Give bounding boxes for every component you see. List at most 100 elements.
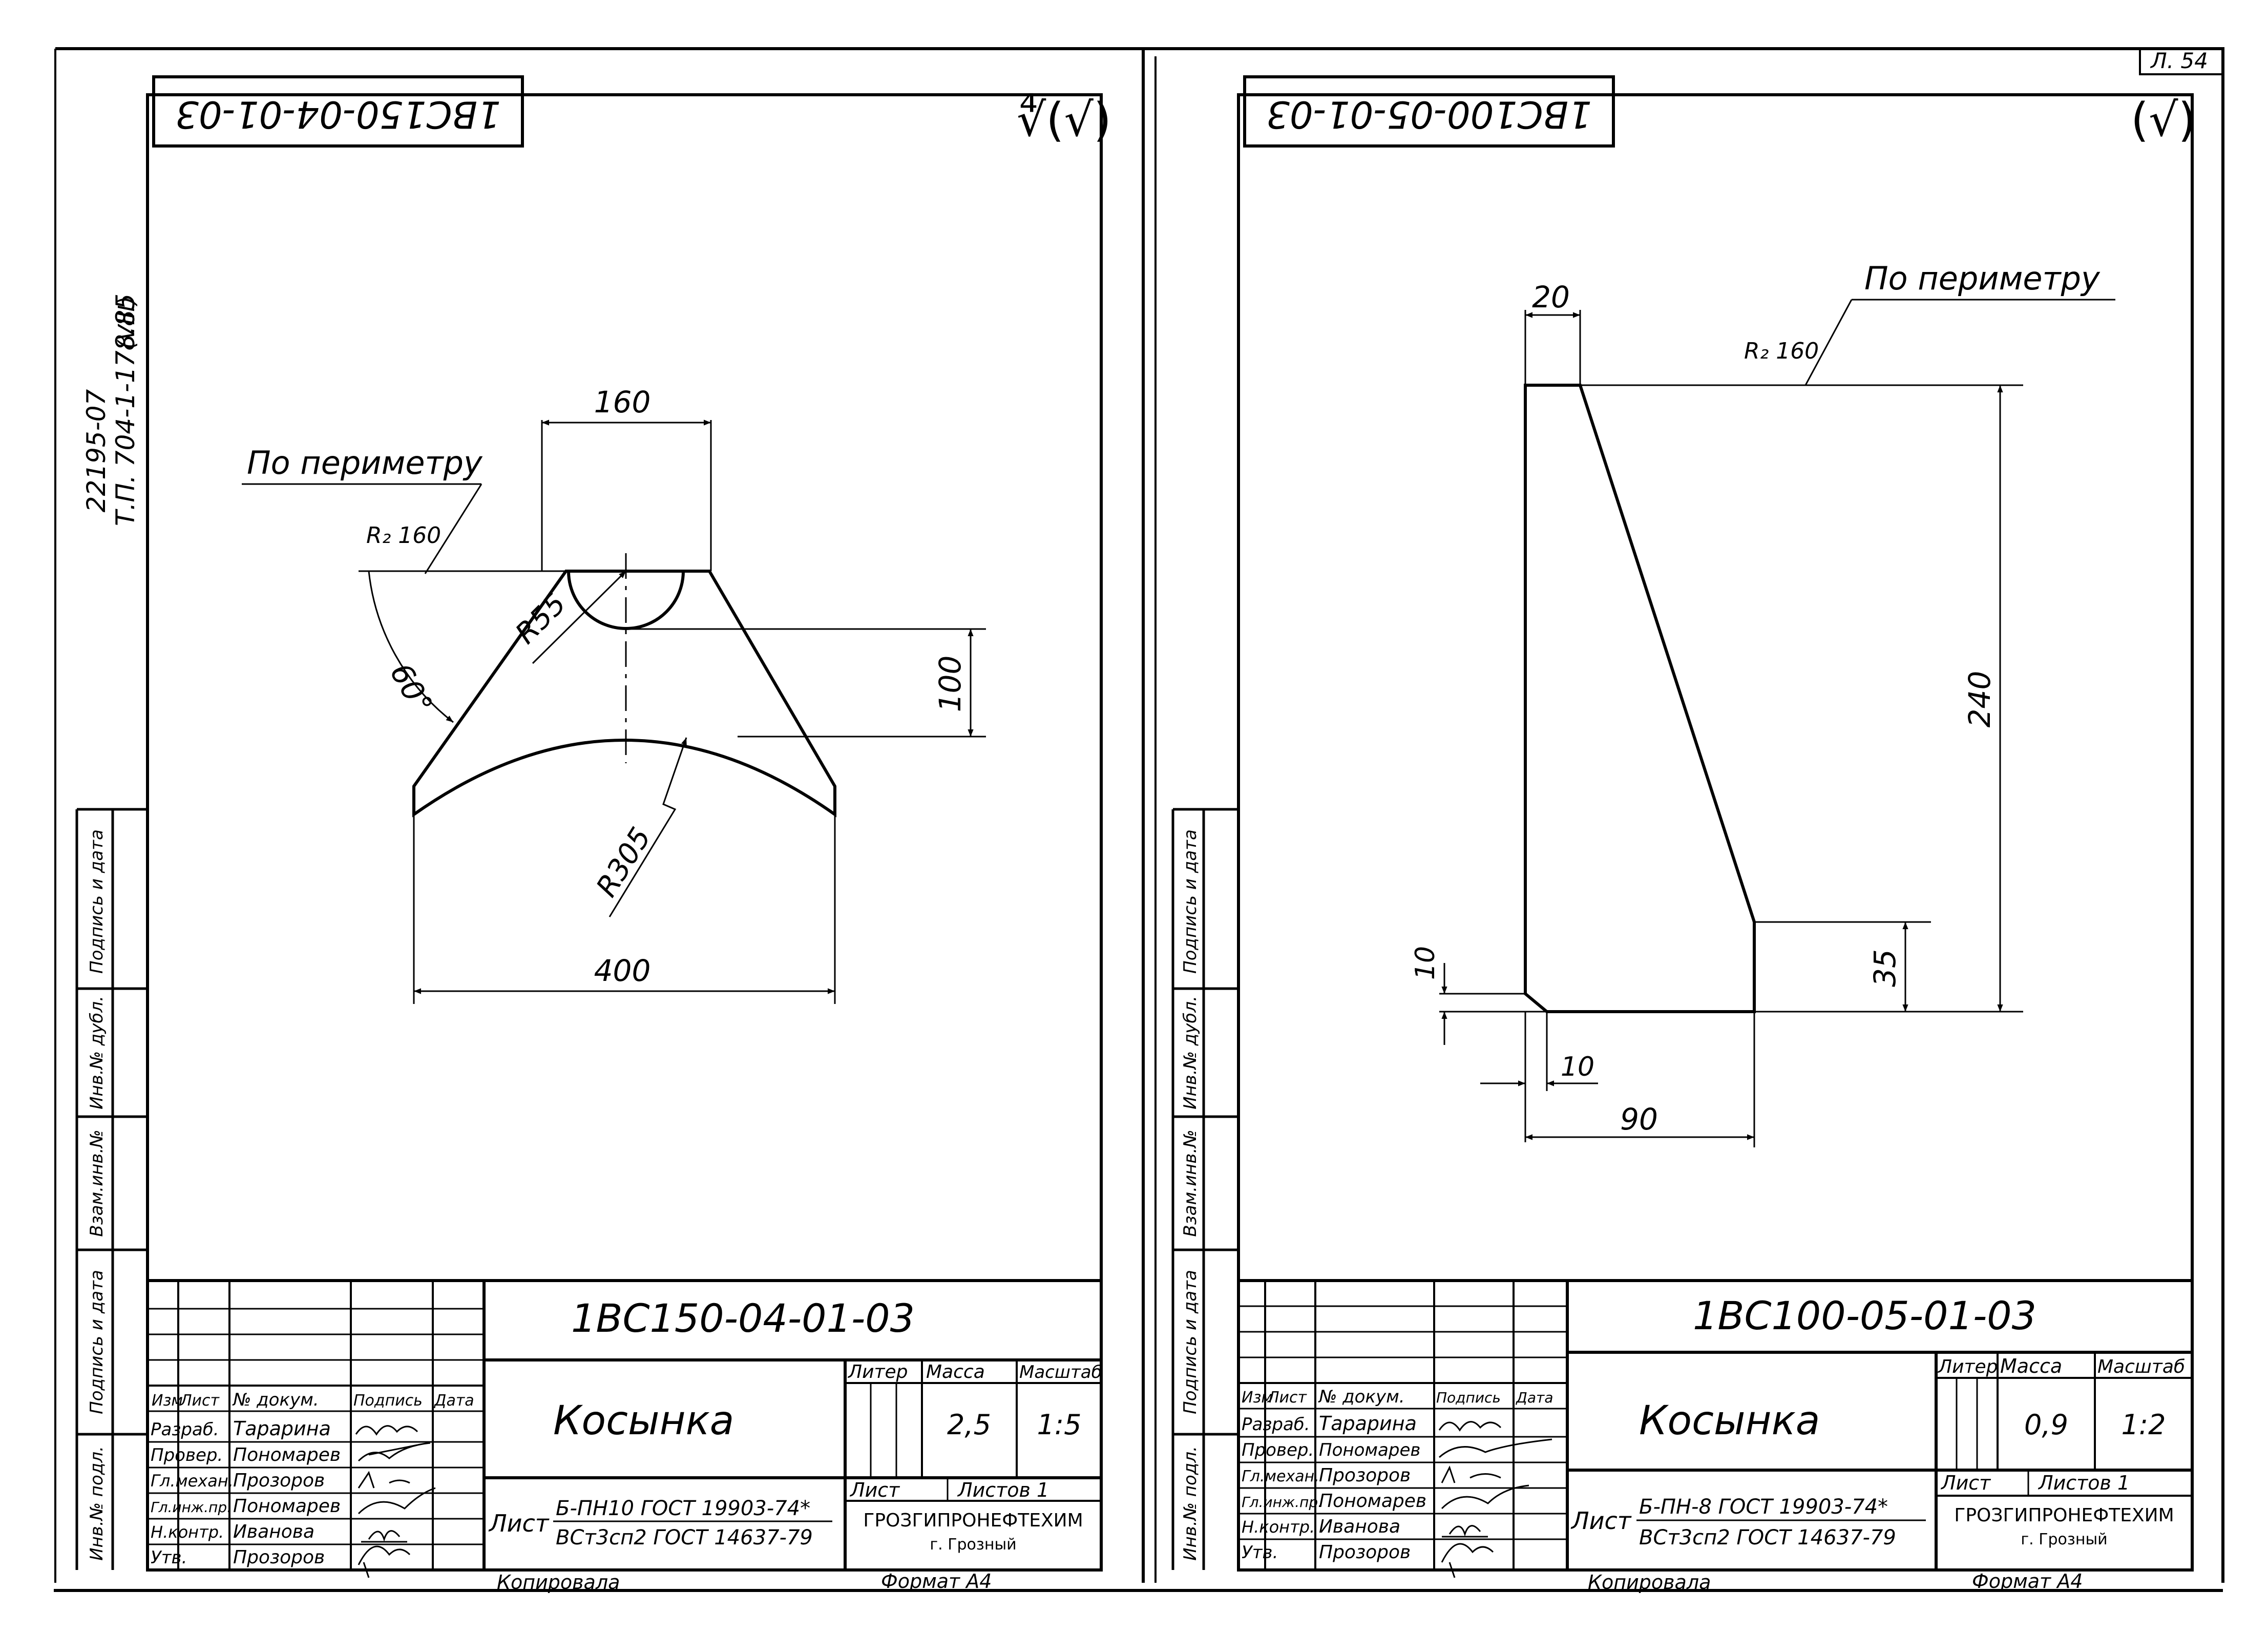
archive-number: 22195-07 [81, 389, 111, 512]
side-label-orig-inv: Инв.№ подл. [87, 1446, 107, 1561]
role-razrab: Разраб. [151, 1419, 219, 1440]
dim-top-20: 20 [1532, 280, 1570, 315]
right-side-label-orig-inv: Инв.№ подл. [1180, 1446, 1201, 1561]
right-side-columns: Подпись и дата Инв.№ дубл. Взам.инв.№ По… [1171, 808, 1238, 1570]
hdr-list: Лист [180, 1392, 220, 1410]
role-glinzh: Гл.инж.пр. [151, 1499, 232, 1516]
project-volume: (VIII) [114, 296, 140, 349]
role-prover: Провер. [151, 1445, 223, 1465]
name-glmekh: Прозоров [233, 1470, 325, 1491]
right-title-block: Изм Лист № докум. Подпись Дата Разраб. П… [1237, 1279, 2194, 1594]
r-role-utv: Утв. [1242, 1542, 1278, 1563]
outer-frame [54, 47, 2224, 1592]
r-role-nkontr: Н.контр. [1242, 1517, 1315, 1537]
left-copied: Копировала [497, 1571, 620, 1594]
name-glinzh: Пономарев [233, 1496, 341, 1517]
hdr-doc: № докум. [232, 1390, 319, 1410]
right-scale-label: Масштаб [2097, 1356, 2185, 1377]
left-part-gusset: 60° 160 100 R55 R305 400 По пер [242, 385, 986, 1004]
right-mass-label: Масса [2000, 1355, 2062, 1377]
dim-top-160: 160 [594, 385, 651, 420]
sheet-number-box: Л. 54 [2139, 48, 2224, 75]
right-code-rotated: 1ВС100-05-01-03 [1266, 93, 1592, 136]
right-material-prefix: Лист [1570, 1507, 1632, 1535]
right-signatures [1438, 1421, 1552, 1578]
right-side-label-dup-inv: Инв.№ дубл. [1180, 996, 1201, 1109]
right-city: г. Грозный [2021, 1531, 2107, 1548]
hdr-sign: Подпись [353, 1392, 423, 1410]
right-designation: 1ВС100-05-01-03 [1693, 1293, 2036, 1338]
left-mass-label: Масса [926, 1361, 985, 1382]
left-org: ГРОЗГИПРОНЕФТЕХИМ [863, 1510, 1083, 1531]
side-label-sign-date-2: Подпись и дата [87, 1270, 107, 1414]
left-side-columns: Подпись и дата Инв.№ дубл. Взам.инв.№ По… [75, 808, 148, 1570]
side-label-sign-date: Подпись и дата [87, 829, 107, 974]
name-utv: Прозоров [233, 1547, 325, 1568]
left-designation: 1ВС150-04-01-03 [571, 1295, 915, 1341]
left-scale-label: Масштаб [1019, 1362, 1102, 1382]
r-role-glinzh: Гл.инж.пр. [1242, 1494, 1322, 1511]
r-name-prover: Пономарев [1319, 1440, 1420, 1460]
left-roughness-note: R₂ 160 [366, 522, 441, 549]
left-material-prefix: Лист [488, 1510, 550, 1537]
name-nkontr: Иванова [233, 1521, 314, 1542]
right-roughness-symbol: (√) [2131, 93, 2196, 147]
r-hdr-list: Лист [1267, 1389, 1308, 1407]
dim-hole-r55: R55 [509, 587, 573, 651]
left-city: г. Грозный [930, 1536, 1016, 1554]
left-perimeter-note: По периметру [247, 444, 483, 481]
left-format: Формат А4 [881, 1570, 992, 1593]
left-material-top: Б-ПН10 ГОСТ 19903-74* [556, 1497, 810, 1520]
hdr-date: Дата [433, 1392, 474, 1410]
r-role-razrab: Разраб. [1242, 1414, 1310, 1435]
dim-height-100: 100 [933, 656, 968, 713]
left-code-box [152, 75, 524, 148]
side-label-dup-inv: Инв.№ дубл. [87, 996, 107, 1109]
right-material-bottom: ВСт3сп2 ГОСТ 14637-79 [1639, 1526, 1896, 1549]
sheet-number: Л. 54 [2150, 48, 2208, 73]
dim-chamfer-h-10: 10 [1561, 1052, 1594, 1082]
r-role-glmekh: Гл.механ. [1242, 1468, 1319, 1485]
name-prover: Пономарев [233, 1444, 341, 1465]
left-code-rotated: 1ВС150-04-01-03 [175, 93, 501, 136]
left-scale: 1:5 [1037, 1409, 1082, 1441]
right-material-top: Б-ПН-8 ГОСТ 19903-74* [1639, 1495, 1888, 1519]
r-name-glmekh: Прозоров [1319, 1465, 1411, 1486]
r-hdr-sign: Подпись [1436, 1389, 1501, 1406]
left-mass: 2,5 [947, 1409, 991, 1441]
left-part-name: Косынка [553, 1398, 734, 1444]
r-name-nkontr: Иванова [1319, 1516, 1400, 1537]
right-code-box [1243, 75, 1615, 148]
r-hdr-izm: Изм [1242, 1389, 1273, 1407]
left-list-label: Лист [849, 1479, 900, 1501]
left-material-bottom: ВСт3сп2 ГОСТ 14637-79 [556, 1526, 813, 1549]
right-literal-label: Литер [1937, 1356, 1998, 1377]
left-lists-label: Листов 1 [957, 1479, 1049, 1501]
left-roughness-symbol: ∜(√) [1017, 93, 1111, 147]
role-nkontr: Н.контр. [151, 1522, 224, 1542]
dim-arc-r305: R305 [590, 822, 658, 903]
dim-height-240: 240 [1962, 671, 1997, 728]
right-side-label-repl-inv: Взам.инв.№ [1180, 1129, 1201, 1237]
right-roughness-note: R₂ 160 [1744, 338, 1819, 364]
right-format: Формат А4 [1972, 1570, 2083, 1593]
r-hdr-doc: № докум. [1318, 1387, 1405, 1407]
side-label-repl-inv: Взам.инв.№ [87, 1129, 107, 1237]
right-lists-label: Листов 1 [2038, 1472, 2130, 1494]
right-list-label: Лист [1940, 1472, 1991, 1494]
right-perimeter-note: По периметру [1864, 260, 2101, 297]
r-name-glinzh: Пономарев [1319, 1491, 1426, 1512]
side-stamp: 22195-07 Т.П. 704-1-178.85 (VIII) [81, 294, 140, 526]
right-scale: 1:2 [2122, 1409, 2166, 1441]
right-side-label-sign-date: Подпись и дата [1180, 829, 1201, 974]
right-copied: Копировала [1588, 1571, 1711, 1594]
left-literal-label: Литер [847, 1361, 908, 1382]
right-sheet: 1ВС100-05-01-03 (√) Подпись и дата Инв.№… [1171, 75, 2196, 1594]
signatures [355, 1425, 436, 1578]
dim-chamfer-v-10: 10 [1410, 946, 1441, 980]
dim-bottom-400: 400 [594, 953, 651, 988]
r-role-prover: Провер. [1242, 1440, 1314, 1460]
r-name-razrab: Тарарина [1319, 1412, 1417, 1435]
right-mass: 0,9 [2024, 1409, 2068, 1441]
dim-angle: 60° [383, 657, 439, 720]
